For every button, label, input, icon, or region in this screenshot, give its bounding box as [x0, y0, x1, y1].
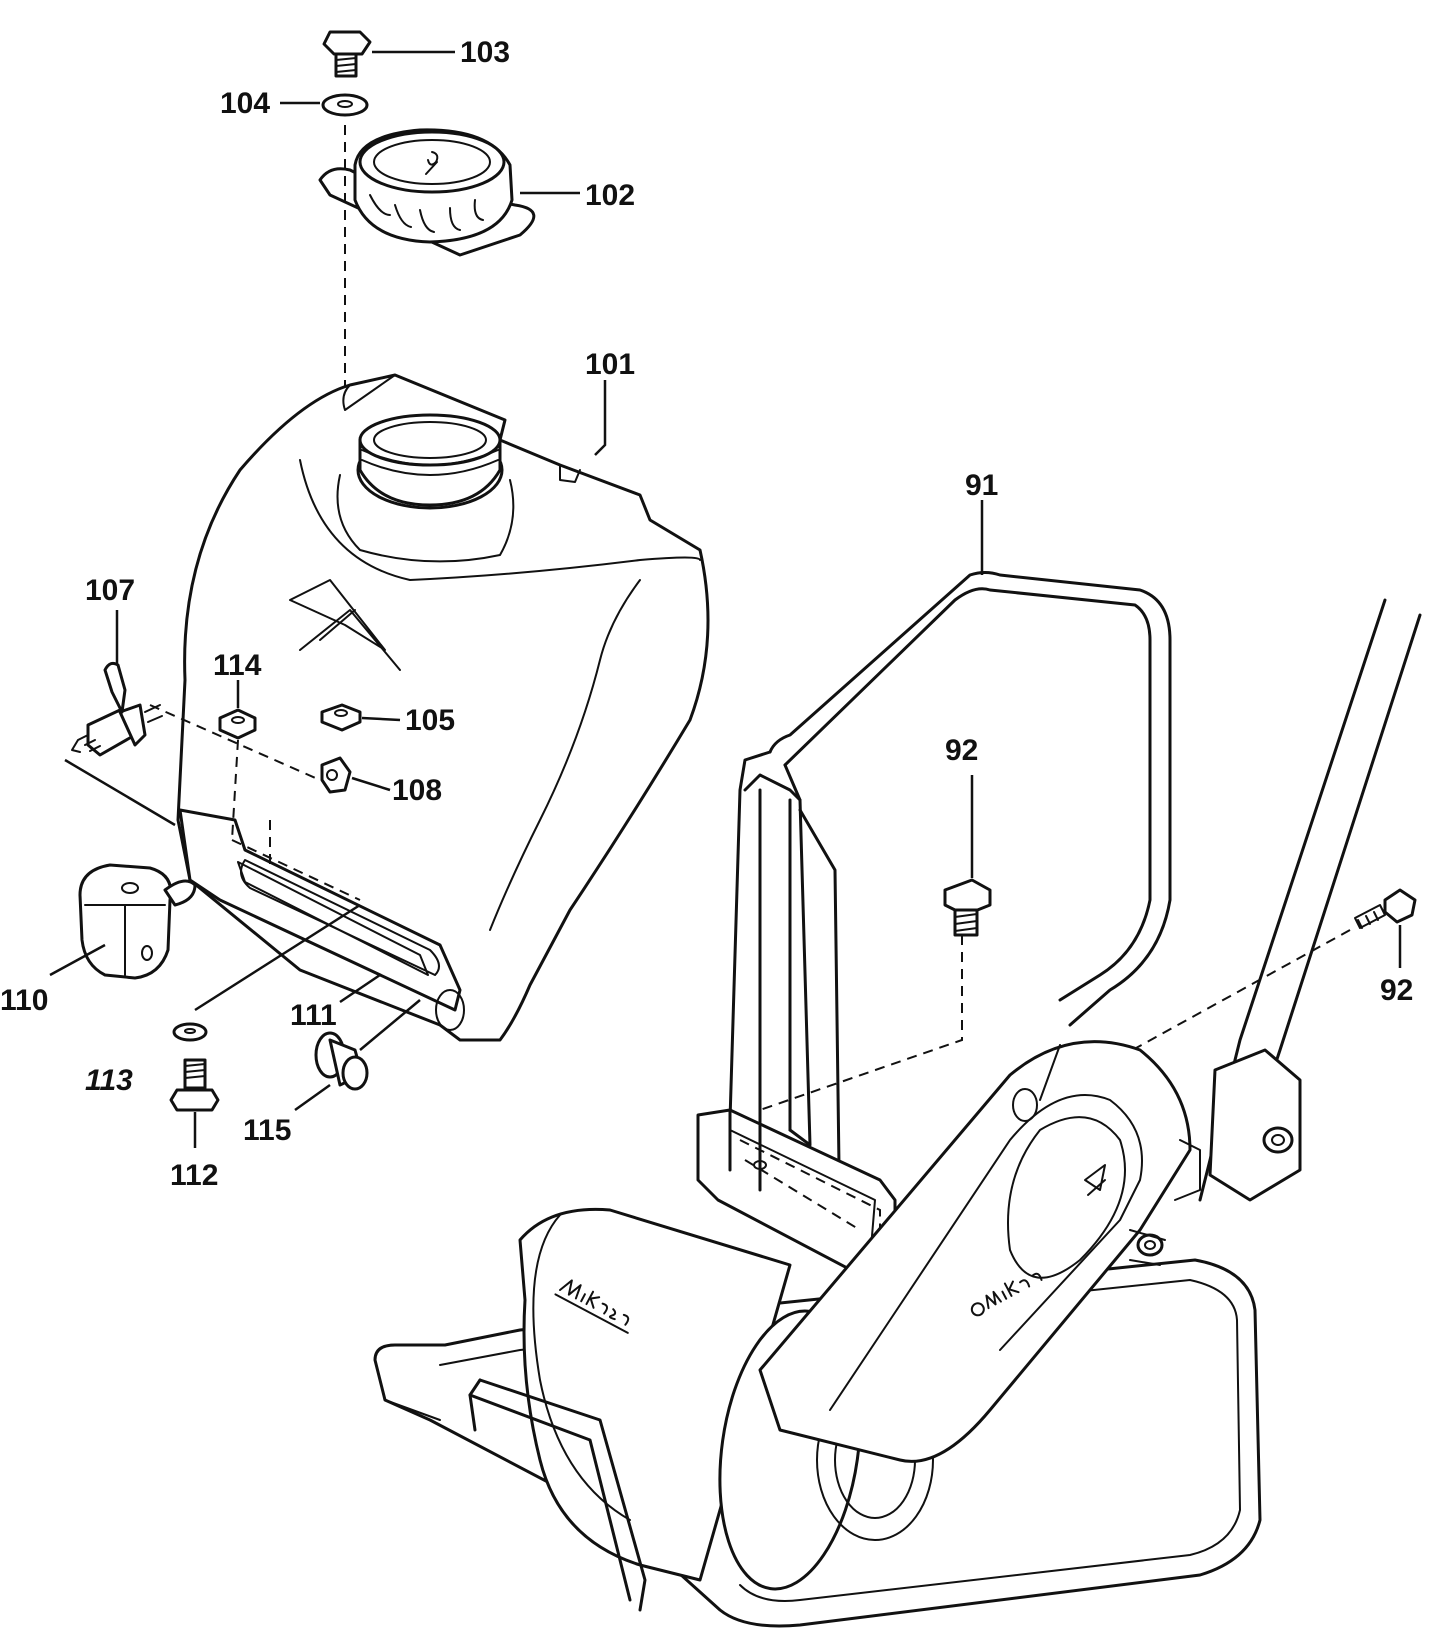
handle-bar: [1198, 598, 1422, 1202]
label-91: 91: [965, 469, 998, 502]
washer-113: [172, 1022, 208, 1042]
mikasa-logo-drum: [554, 1279, 630, 1334]
bolt-112: [169, 1058, 220, 1112]
label-92-center: 92: [945, 734, 978, 767]
bolt-92-center: [943, 878, 992, 937]
knob-110: [78, 863, 197, 980]
label-92-right: 92: [1380, 974, 1413, 1007]
label-105: 105: [405, 704, 455, 737]
label-112: 112: [170, 1159, 218, 1192]
nut-105: [320, 703, 362, 732]
fuel-cock-107: [71, 661, 163, 757]
label-102: 102: [585, 179, 635, 212]
clip-108: [320, 756, 352, 794]
label-107: 107: [85, 574, 135, 607]
mikasa-logo-case: [970, 1272, 1043, 1317]
label-103: 103: [460, 36, 510, 69]
label-114: 114: [213, 649, 262, 682]
label-110: 110: [0, 984, 48, 1017]
label-113: 113: [85, 1064, 133, 1097]
label-111: 111: [290, 999, 337, 1032]
fuel-cap-102: [318, 128, 536, 257]
bolt-103: [322, 30, 372, 78]
label-115: 115: [243, 1114, 291, 1147]
bushing-115: [314, 1031, 369, 1091]
washer-104: [321, 93, 369, 117]
bolt-92-right: [1354, 888, 1417, 929]
label-104: 104: [220, 87, 270, 120]
strip-111: [231, 820, 429, 976]
label-108: 108: [392, 774, 442, 807]
compactor-base: [373, 1040, 1262, 1628]
nut-114: [218, 708, 257, 740]
label-101: 101: [585, 348, 635, 381]
